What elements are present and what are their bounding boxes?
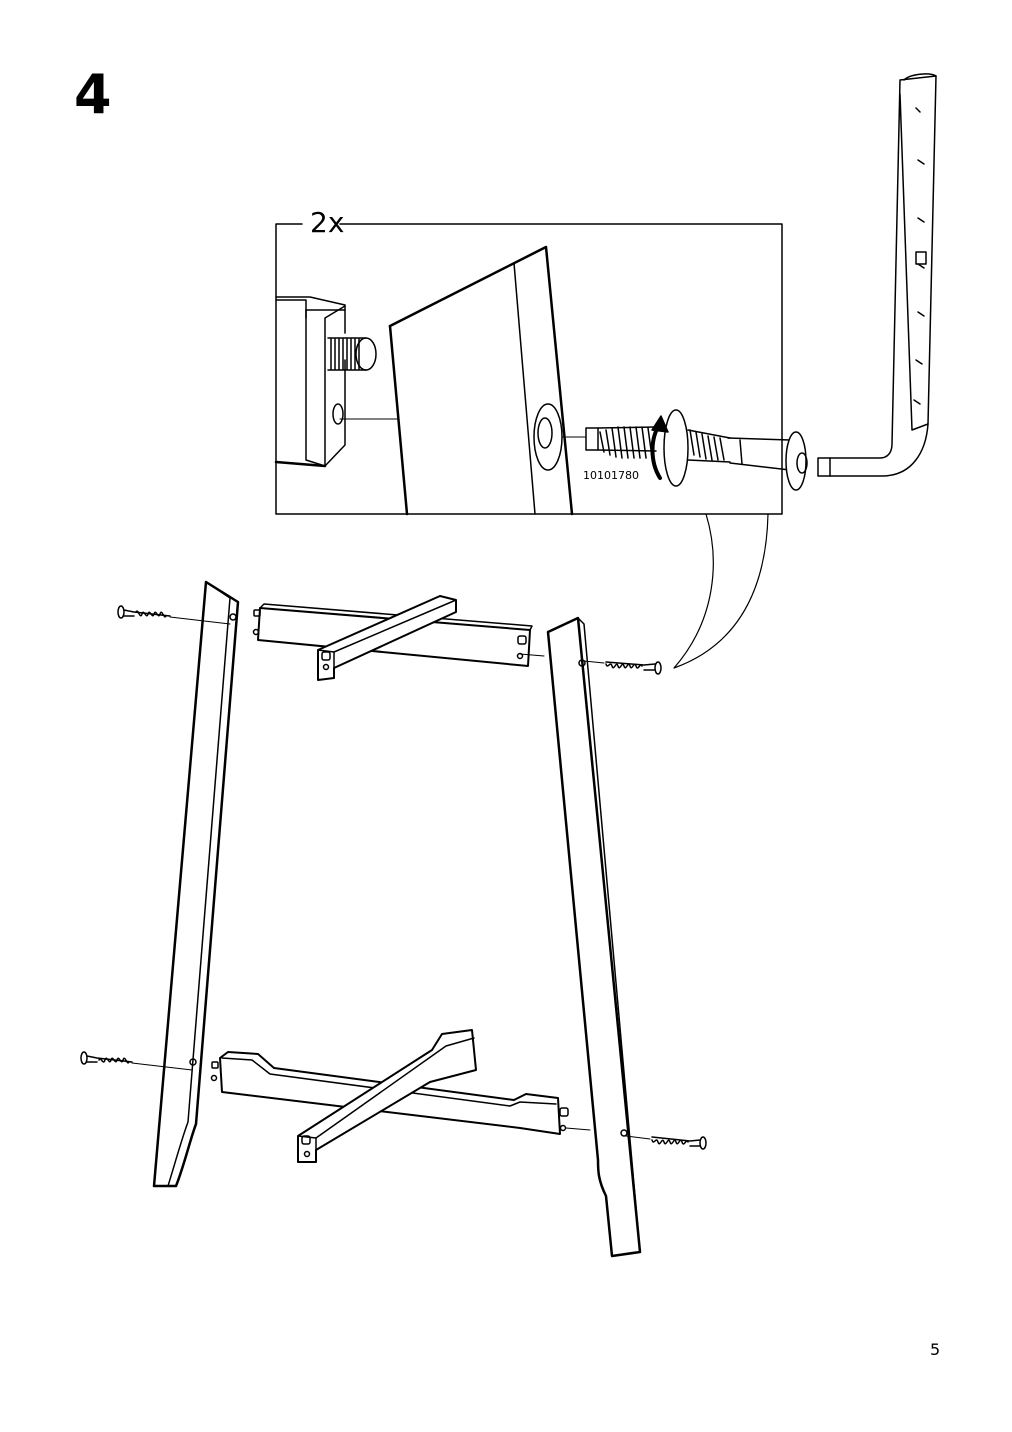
quantity-label: 2x bbox=[310, 206, 344, 239]
leg-closeup bbox=[388, 245, 586, 516]
page-number: 5 bbox=[930, 1340, 941, 1359]
screw-lower-right bbox=[565, 1127, 707, 1150]
callout-pointer bbox=[673, 513, 769, 669]
screw-lower-left bbox=[80, 1051, 193, 1071]
screw-upper-left bbox=[117, 605, 231, 625]
crossbar-end-closeup bbox=[274, 296, 399, 468]
detail-callout: 2x bbox=[274, 206, 808, 516]
bolt-icon: 10101780 bbox=[583, 409, 808, 491]
lower-cross-frame bbox=[210, 1029, 569, 1163]
dowel-icon bbox=[327, 337, 377, 371]
upper-cross-frame bbox=[252, 595, 533, 681]
left-leg bbox=[152, 580, 240, 1188]
right-leg bbox=[546, 616, 642, 1258]
crossbar-hole bbox=[332, 403, 344, 425]
part-number-label: 10101780 bbox=[583, 469, 639, 482]
screw-upper-right bbox=[519, 653, 662, 675]
step-number: 4 bbox=[74, 63, 112, 126]
allen-key-icon bbox=[817, 73, 937, 477]
callout-frame bbox=[275, 223, 783, 515]
